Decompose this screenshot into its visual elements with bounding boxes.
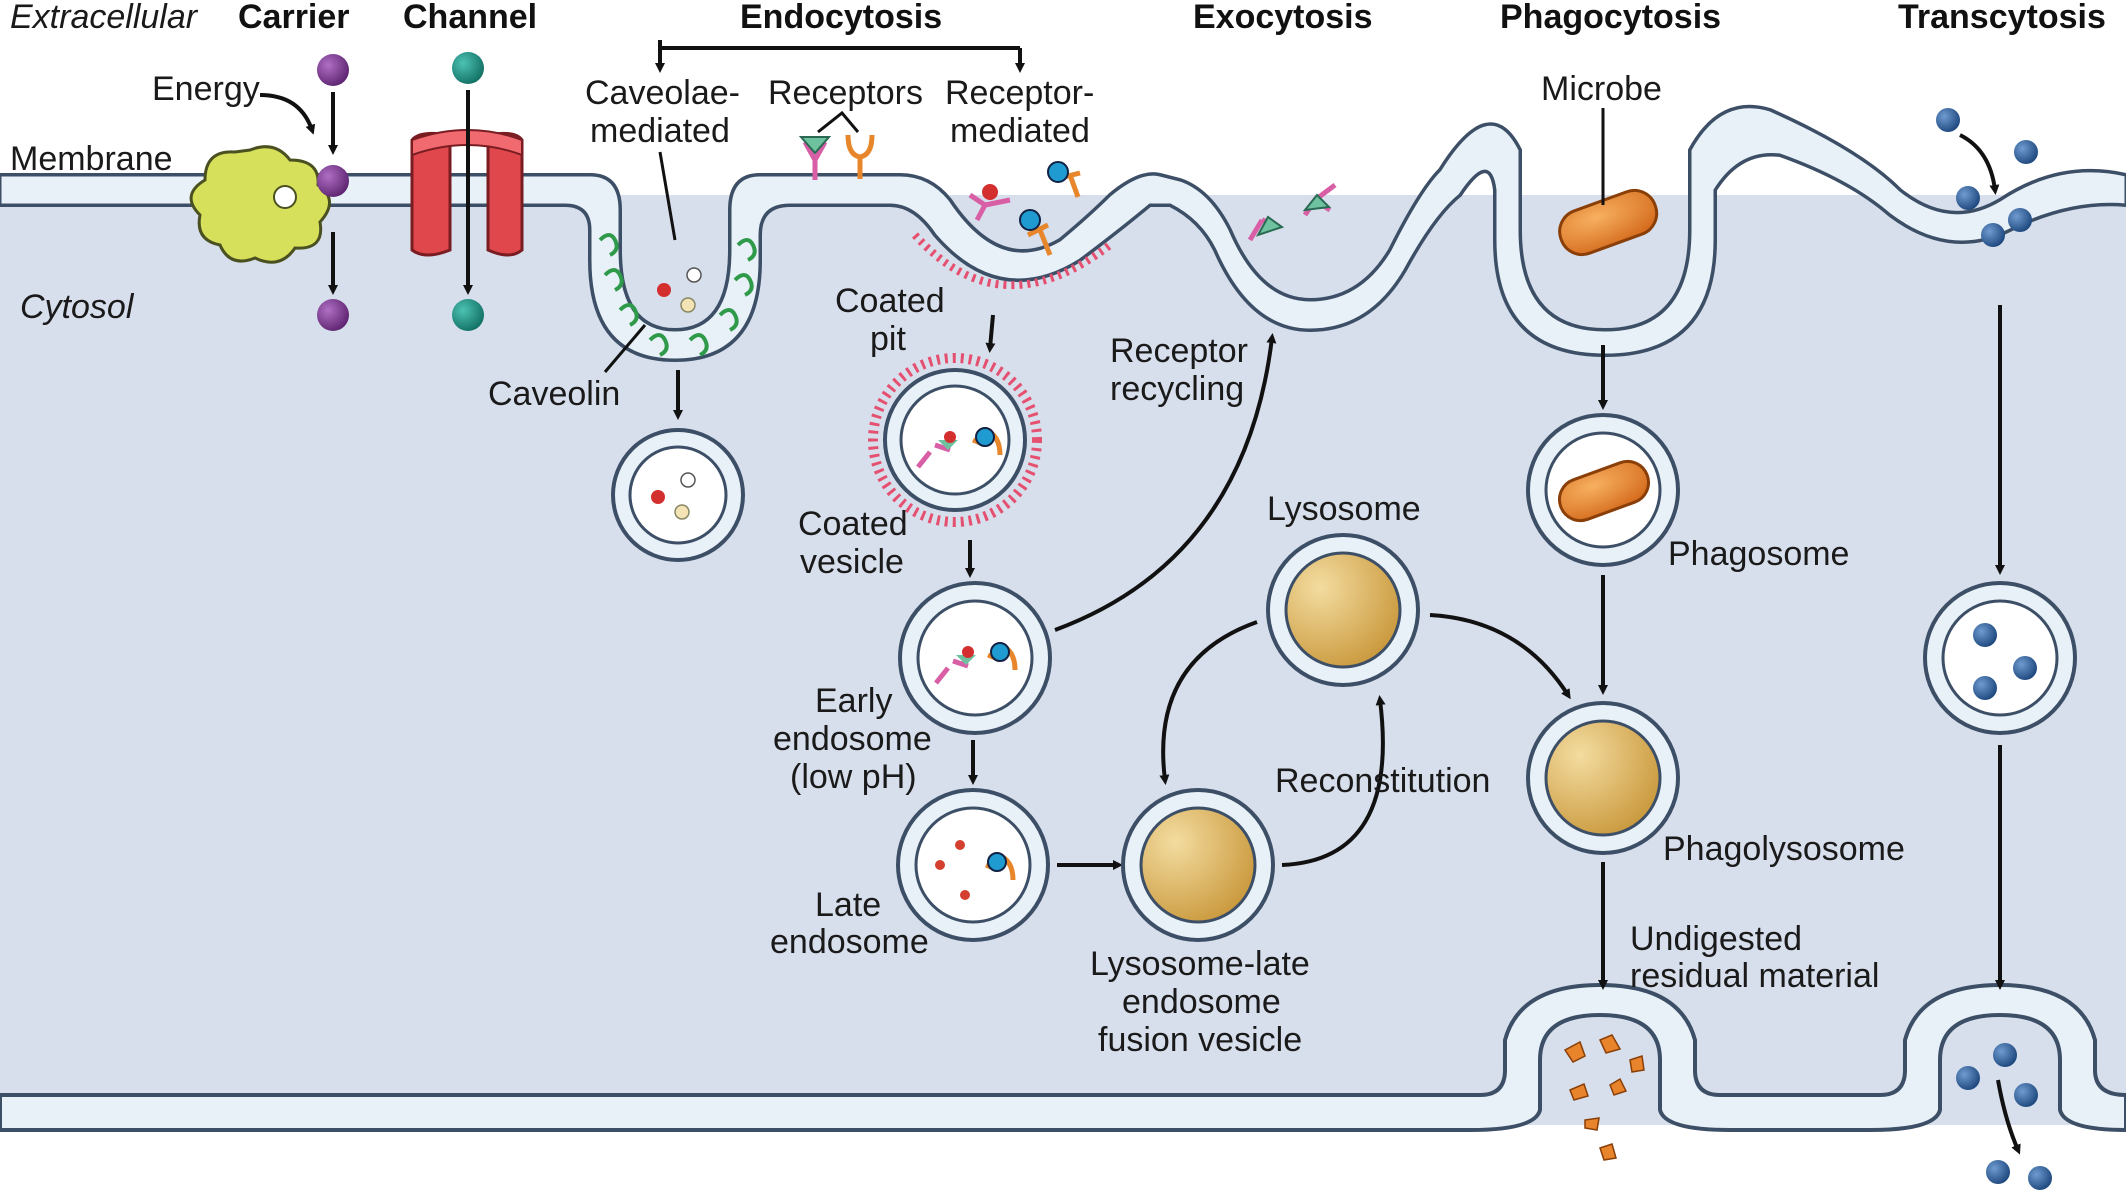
extracellular-bottom: [0, 1132, 2126, 1195]
label-coated-vesicle-1: Coated: [798, 505, 908, 543]
header-carrier: Carrier: [238, 0, 350, 36]
label-phagosome: Phagosome: [1668, 535, 1849, 573]
label-receptor-mediated-2: mediated: [950, 112, 1090, 150]
early-endosome: [898, 581, 1052, 735]
header-transcytosis: Transcytosis: [1898, 0, 2106, 36]
reconstitution-arrow: [1281, 695, 1386, 867]
microbe-icon: [1558, 188, 1659, 257]
label-fusion-3: fusion vesicle: [1098, 1021, 1302, 1059]
label-early-endosome-2: endosome: [773, 720, 932, 758]
label-early-endosome-3: (low pH): [790, 758, 917, 796]
label-receptor-recycling-1: Receptor: [1110, 332, 1248, 370]
carrier-molecule-top: [317, 54, 349, 86]
label-cytosol: Cytosol: [20, 288, 135, 326]
receptor-green-pink-icon: [798, 136, 832, 180]
label-membrane: Membrane: [10, 140, 173, 178]
header-exocytosis: Exocytosis: [1193, 0, 1373, 36]
receptor-recycling-arrow: [1054, 333, 1277, 632]
undigested-residue-fragments: [1563, 1034, 1645, 1161]
coated-vesicle: [868, 353, 1042, 527]
label-late-endosome-2: endosome: [770, 923, 929, 961]
label-fusion-1: Lysosome-late: [1090, 945, 1310, 983]
clathrin-coat-pit: [912, 232, 1113, 289]
label-caveolae-1: Caveolae-: [585, 74, 740, 112]
transcytosis-entry-arrow: [1959, 133, 2000, 195]
caveolae-cargo-red: [657, 283, 671, 297]
header-phagocytosis: Phagocytosis: [1500, 0, 1721, 36]
transcytosis-exit-arrow: [1996, 1079, 2021, 1155]
coated-pit-arrow: [985, 314, 996, 353]
exocytosis-receptors: [1247, 183, 1337, 242]
carrier-molecule-bottom: [317, 299, 349, 331]
endocytosis-bracket: [658, 40, 1022, 65]
label-microbe: Microbe: [1541, 70, 1662, 108]
label-lysosome: Lysosome: [1267, 490, 1421, 528]
header-channel: Channel: [403, 0, 537, 36]
energy-arrow: [259, 93, 316, 135]
label-receptor-recycling-2: recycling: [1110, 370, 1244, 408]
label-caveolae-2: mediated: [590, 112, 730, 150]
carrier-molecule-bound: [317, 165, 349, 197]
plasma-membrane-bottom: [0, 982, 2126, 1133]
phagosome: [1526, 413, 1680, 567]
lysosome-late-endosome-fusion-vesicle: [1121, 788, 1275, 942]
caveolae-cargo-white: [686, 267, 702, 283]
label-undigested-2: residual material: [1630, 957, 1879, 995]
caveolae-vesicle: [611, 428, 745, 562]
late-endosome: [896, 788, 1050, 942]
label-receptor-mediated-1: Receptor-: [945, 74, 1094, 112]
transcytosis-vesicle: [1923, 581, 2077, 735]
label-caveolin: Caveolin: [488, 375, 620, 413]
caveolae-pointer: [658, 151, 677, 241]
phagolysosome: [1526, 701, 1680, 855]
carrier-protein-icon: [189, 145, 331, 264]
lysosome-to-fusion-arrow: [1159, 620, 1258, 785]
channel-molecule-bottom: [452, 299, 484, 331]
label-phagolysosome: Phagolysosome: [1663, 830, 1905, 868]
transcytosis-molecules-bottom: [1956, 1043, 2052, 1190]
label-early-endosome-1: Early: [815, 682, 892, 720]
caveolin-pointer: [603, 324, 647, 373]
header-endocytosis: Endocytosis: [740, 0, 942, 36]
caveolae-cargo-cream: [680, 297, 696, 313]
caveolin-coat: [598, 233, 757, 357]
label-energy: Energy: [152, 70, 260, 108]
label-extracellular: Extracellular: [10, 0, 199, 36]
label-reconstitution: Reconstitution: [1275, 762, 1490, 800]
label-receptors: Receptors: [768, 74, 923, 112]
transcytosis-molecules-top: [1936, 108, 2038, 247]
label-coated-vesicle-2: vesicle: [800, 543, 904, 581]
lysosome: [1266, 533, 1420, 687]
receptor-pit-cargo: [968, 161, 1081, 256]
channel-molecule-top: [452, 52, 484, 84]
label-fusion-2: endosome: [1122, 983, 1281, 1021]
label-coated-pit-1: Coated: [835, 282, 945, 320]
receptor-orange-icon: [845, 134, 875, 179]
cytosol-background: [0, 195, 2126, 1125]
label-late-endosome-1: Late: [815, 886, 881, 924]
label-coated-pit-2: pit: [870, 320, 906, 358]
receptors-pointer: [817, 110, 860, 134]
lysosome-to-phagolysosome-arrow: [1429, 613, 1571, 700]
label-undigested-1: Undigested: [1630, 920, 1802, 958]
